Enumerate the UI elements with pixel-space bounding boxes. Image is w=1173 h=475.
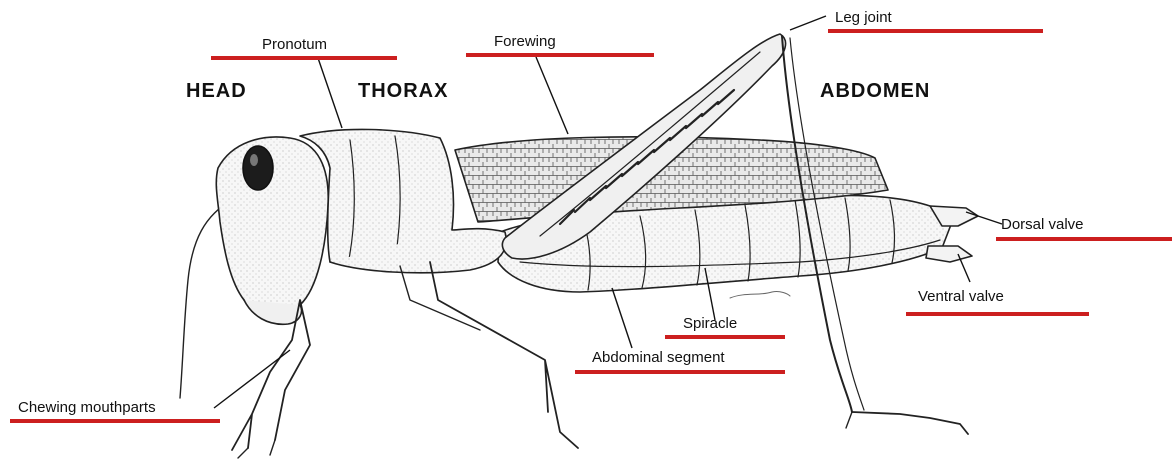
underline-spiracle <box>665 335 785 339</box>
leader-chewing-mouthparts <box>214 350 290 408</box>
leader-abdominal-segment <box>612 288 632 348</box>
label-pronotum: Pronotum <box>262 37 327 52</box>
label-spiracle: Spiracle <box>683 316 737 331</box>
underline-ventral-valve <box>906 312 1089 316</box>
hind-tarsus <box>852 412 968 434</box>
compound-eye <box>243 146 273 190</box>
region-thorax-label: THORAX <box>358 81 448 101</box>
eye-highlight <box>250 154 258 166</box>
leader-forewing <box>536 57 568 134</box>
underline-chewing-mouthparts <box>10 419 220 423</box>
label-chewing-mouthparts: Chewing mouthparts <box>18 400 156 415</box>
underline-leg-joint <box>828 29 1043 33</box>
leader-pronotum <box>318 58 342 128</box>
ventral-valve-shape <box>926 246 972 262</box>
leader-leg-joint <box>790 16 826 30</box>
label-forewing: Forewing <box>494 34 556 49</box>
label-leg-joint: Leg joint <box>835 10 892 25</box>
underline-pronotum <box>211 56 397 60</box>
underline-abdominal-segment <box>575 370 785 374</box>
underline-forewing <box>466 53 654 57</box>
region-abdomen-label: ABDOMEN <box>820 81 930 101</box>
label-dorsal-valve: Dorsal valve <box>1001 217 1084 232</box>
region-head-label: HEAD <box>186 81 247 101</box>
label-abdominal-segment: Abdominal segment <box>592 350 725 365</box>
label-ventral-valve: Ventral valve <box>918 289 1004 304</box>
underline-dorsal-valve <box>996 237 1172 241</box>
